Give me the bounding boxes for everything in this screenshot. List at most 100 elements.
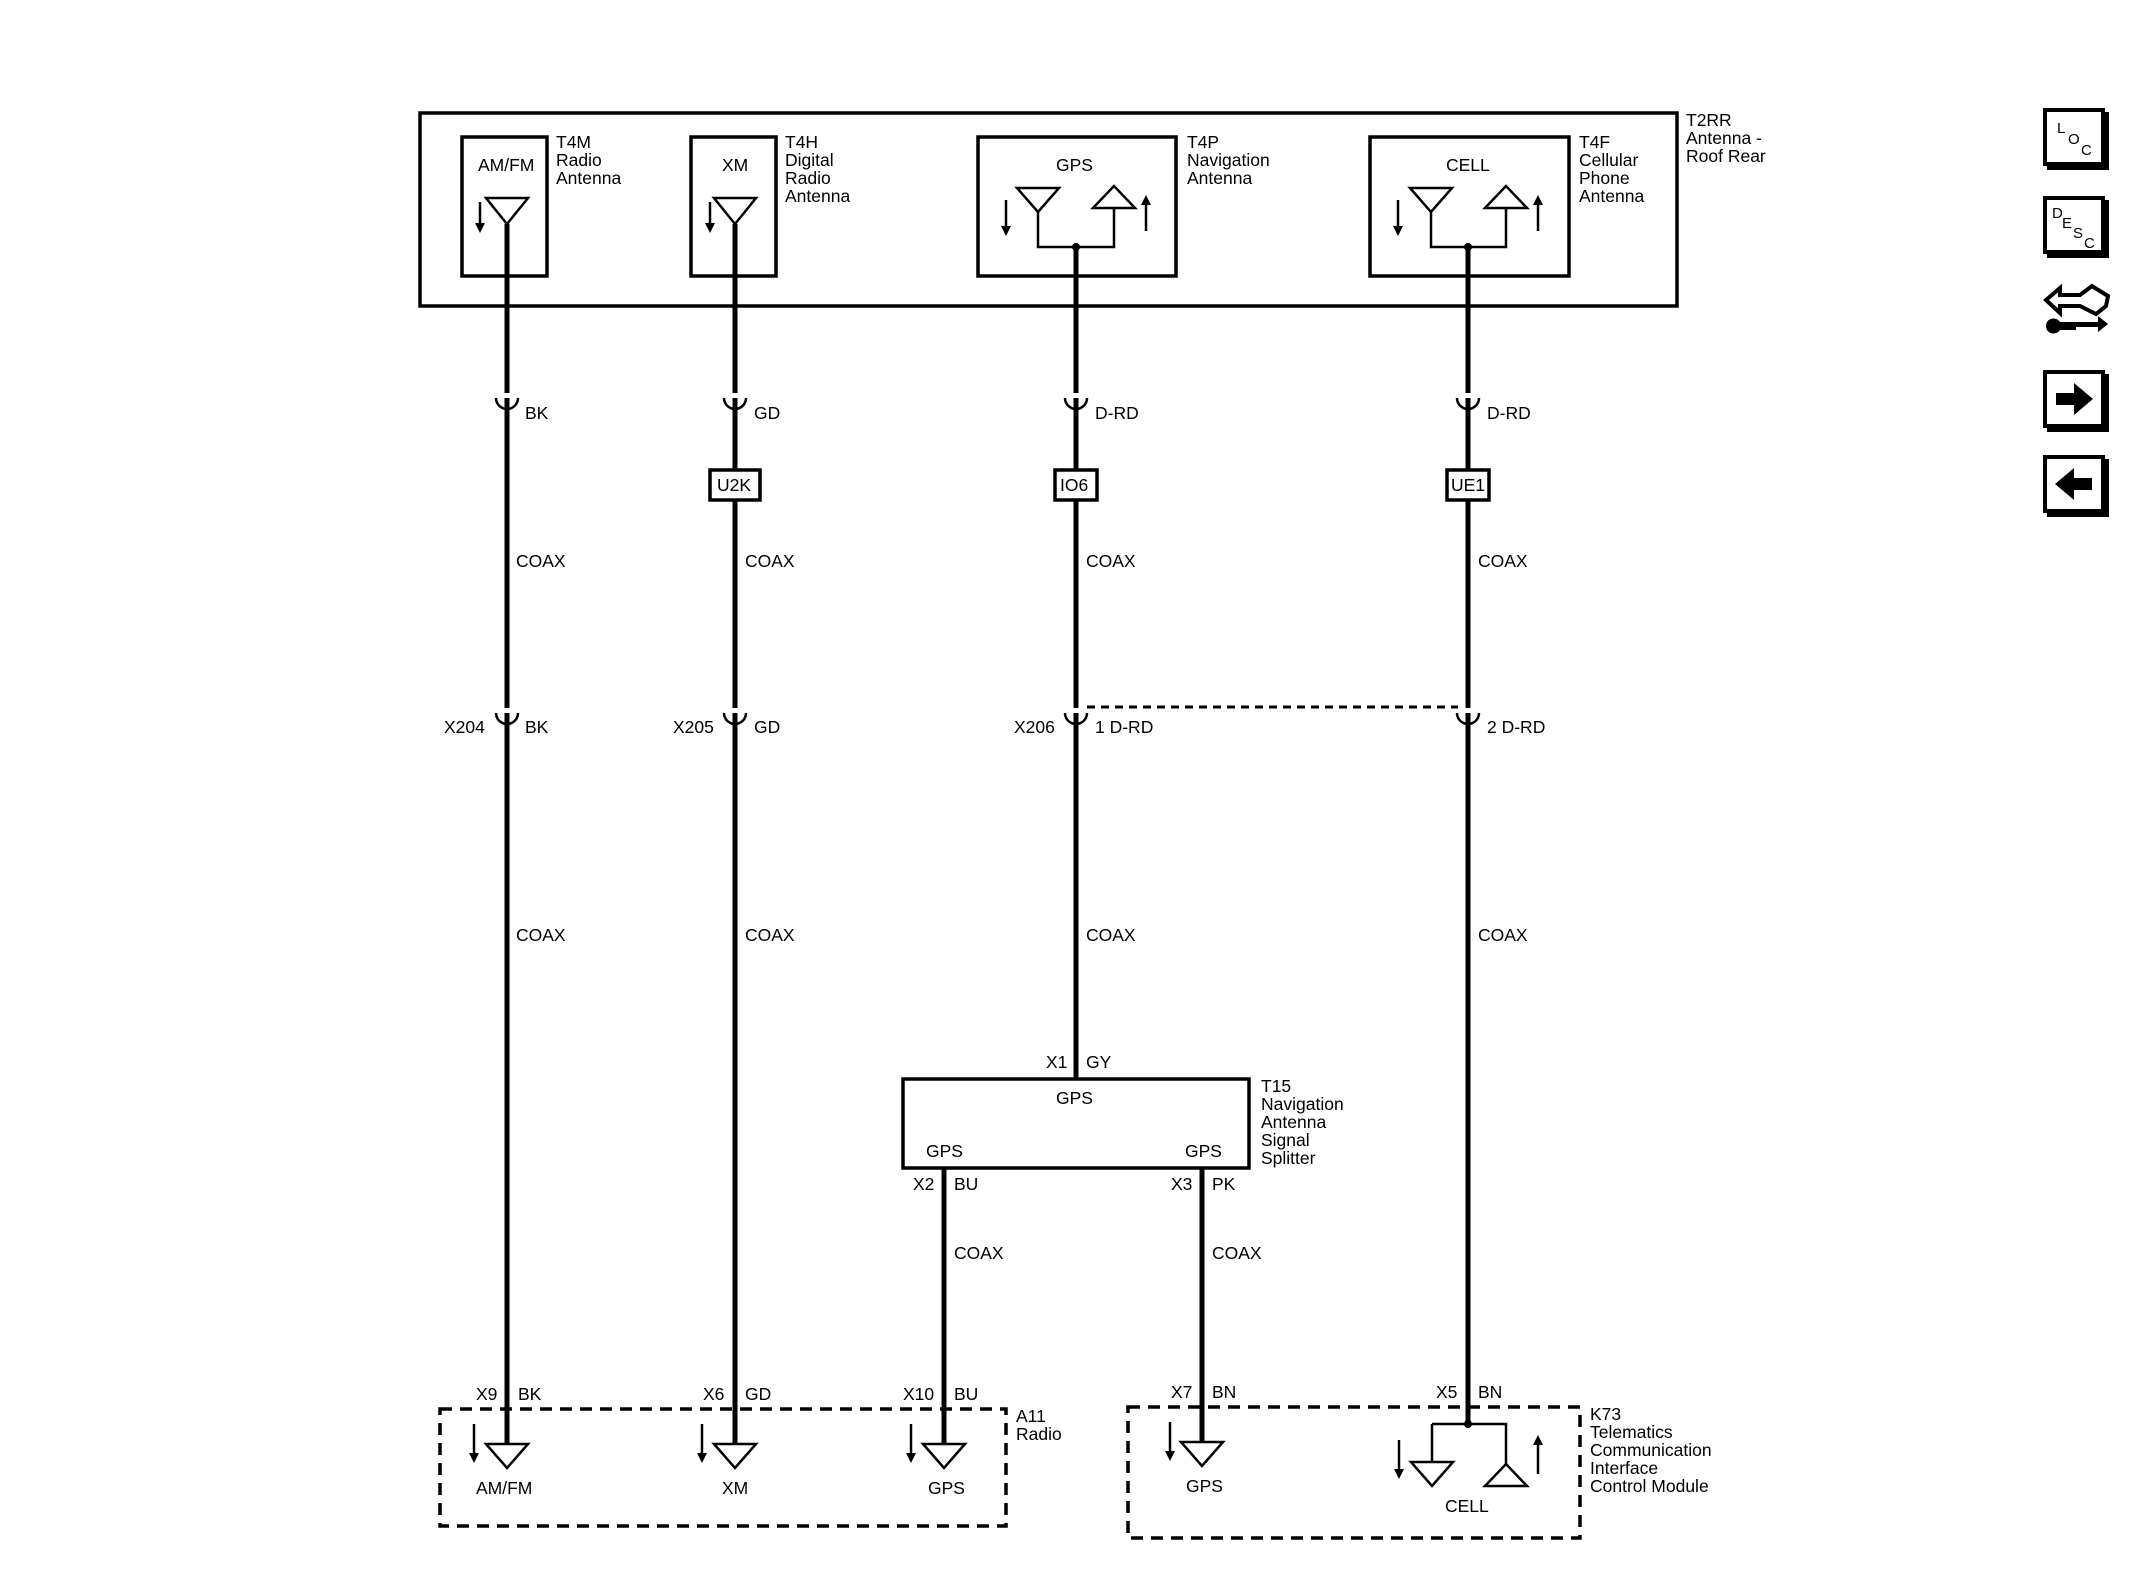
- k73-line4: Control Module: [1590, 1476, 1709, 1496]
- t15-top-label: GPS: [1056, 1088, 1093, 1108]
- a11-line1: Radio: [1016, 1424, 1062, 1444]
- svg-text:E: E: [2062, 215, 2072, 232]
- t4f-line1: Cellular: [1579, 150, 1638, 170]
- k73-line3: Interface: [1590, 1458, 1658, 1478]
- c1-end-pin: X9: [476, 1384, 497, 1404]
- next-arrow-icon: [2056, 383, 2093, 415]
- c3-inline-color: 1 D-RD: [1095, 717, 1153, 737]
- t4m-line2: Antenna: [556, 168, 621, 188]
- svg-text:C: C: [2084, 235, 2095, 250]
- c3-in-color: GY: [1086, 1052, 1112, 1072]
- t15-wire-right: COAX: [1212, 1243, 1262, 1263]
- c3-in-pin: X1: [1046, 1052, 1067, 1072]
- t4h-line2: Radio: [785, 168, 831, 188]
- a11-radio: A11 Radio AM/FM XM GPS X10 BU: [438, 1384, 1062, 1528]
- t15-line1: Navigation: [1261, 1094, 1344, 1114]
- t2rr-line1: Antenna -: [1686, 128, 1762, 148]
- svg-text:L: L: [2057, 120, 2065, 137]
- c1-top-color: BK: [525, 403, 549, 423]
- t15-line2: Antenna: [1261, 1112, 1326, 1132]
- t4p-line2: Antenna: [1187, 168, 1252, 188]
- svg-text:S: S: [2073, 225, 2083, 242]
- t4h-label: XM: [722, 155, 748, 175]
- t15-out-right-color: PK: [1212, 1174, 1236, 1194]
- k73-line1: Telematics: [1590, 1422, 1673, 1442]
- desc-button[interactable]: D E S C: [2043, 196, 2105, 254]
- a11-amfm-antenna-input-symbol: [483, 1442, 531, 1470]
- k73-telematics-module: K73 Telematics Communication Interface C…: [1126, 1382, 1712, 1540]
- a11-lbl-xm: XM: [722, 1478, 748, 1498]
- previous-page-button[interactable]: [2043, 455, 2105, 513]
- c2-wire-top: COAX: [745, 551, 795, 571]
- t4p-transmit-antenna-symbol: [1090, 184, 1138, 210]
- c4-wire-mid: COAX: [1478, 925, 1528, 945]
- t15-out-left-pin: X2: [913, 1174, 934, 1194]
- circuit-amfm: BK COAX X204 BK COAX X9 BK: [444, 224, 566, 1444]
- c4-wire-top: COAX: [1478, 551, 1528, 571]
- t4h-line1: Digital: [785, 150, 834, 170]
- c4-option: UE1: [1451, 475, 1485, 495]
- a11-lbl-gps: GPS: [928, 1478, 965, 1498]
- t15-out-right-pin: X3: [1171, 1174, 1192, 1194]
- c2-inline-color: GD: [754, 717, 780, 737]
- k73-cell-junction: [1432, 1422, 1508, 1464]
- c2-end-color: GD: [745, 1384, 771, 1404]
- tool-swap-button[interactable]: [2040, 280, 2112, 346]
- t4f-line3: Antenna: [1579, 186, 1644, 206]
- t15-left-label: GPS: [926, 1141, 963, 1161]
- t15-navigation-antenna-signal-splitter: GPS GPS GPS T15 Navigation Antenna Signa…: [901, 1076, 1344, 1444]
- t2rr-id: T2RR: [1686, 110, 1732, 130]
- a11-gps-pin: X10: [903, 1384, 934, 1404]
- k73-id: K73: [1590, 1404, 1621, 1424]
- k73-gps-color: BN: [1212, 1382, 1236, 1402]
- a11-lbl-amfm: AM/FM: [476, 1478, 532, 1498]
- c2-end-pin: X6: [703, 1384, 724, 1404]
- t4m-id: T4M: [556, 132, 591, 152]
- circuit-gps-nav: D-RD IO6 COAX X206 1 D-RD COAX X1 GY: [1014, 247, 1153, 1079]
- c1-inline-conn: X204: [444, 717, 485, 737]
- t4f-transmit-antenna-symbol: [1482, 184, 1530, 210]
- circuit-cell: D-RD UE1 COAX 2 D-RD COAX X5 BN: [1436, 247, 1545, 1424]
- next-page-button[interactable]: [2043, 370, 2105, 428]
- circuit-xm: GD U2K COAX X205 GD COAX X6 GD: [673, 224, 795, 1444]
- c4-inline-color: 2 D-RD: [1487, 717, 1545, 737]
- k73-cell-transmit-antenna-symbol: [1482, 1462, 1530, 1488]
- c3-wire-top: COAX: [1086, 551, 1136, 571]
- t4p-id: T4P: [1187, 132, 1219, 152]
- k73-cell-receive-antenna-symbol: [1408, 1460, 1456, 1488]
- t4p-line1: Navigation: [1187, 150, 1270, 170]
- c4-top-color: D-RD: [1487, 403, 1531, 423]
- t15-id: T15: [1261, 1076, 1291, 1096]
- t4p-receive-antenna-symbol: [1014, 186, 1062, 214]
- k73-gps-antenna-input-symbol: [1178, 1440, 1226, 1468]
- t4m-label: AM/FM: [478, 155, 534, 175]
- c4-end-pin: X5: [1436, 1382, 1457, 1402]
- k73-line2: Communication: [1590, 1440, 1712, 1460]
- t4f-line2: Phone: [1579, 168, 1630, 188]
- c2-top-color: GD: [754, 403, 780, 423]
- c2-inline-conn: X205: [673, 717, 714, 737]
- t4f-receive-antenna-symbol: [1407, 186, 1455, 214]
- t4h-id: T4H: [785, 132, 818, 152]
- t2rr-line2: Roof Rear: [1686, 146, 1766, 166]
- c3-option: IO6: [1060, 475, 1088, 495]
- c4-end-color: BN: [1478, 1382, 1502, 1402]
- c1-wire-top: COAX: [516, 551, 566, 571]
- svg-text:C: C: [2081, 142, 2092, 159]
- t15-right-label: GPS: [1185, 1141, 1222, 1161]
- k73-lbl-gps: GPS: [1186, 1476, 1223, 1496]
- a11-xm-antenna-input-symbol: [711, 1442, 759, 1470]
- c3-inline-conn: X206: [1014, 717, 1055, 737]
- t4p-navigation-antenna: GPS T4P Navigation Antenna: [976, 132, 1270, 278]
- prev-arrow-icon: [2055, 468, 2092, 500]
- loc-button[interactable]: L O C: [2043, 108, 2105, 166]
- desc-icon: D E S C: [2052, 205, 2095, 250]
- a11-id: A11: [1016, 1406, 1046, 1426]
- t2rr-antenna-roof-rear: T2RR Antenna - Roof Rear: [418, 110, 1766, 308]
- t4h-line3: Antenna: [785, 186, 850, 206]
- c2-wire-mid: COAX: [745, 925, 795, 945]
- t4m-antenna-symbol: [483, 196, 531, 226]
- c1-wire-mid: COAX: [516, 925, 566, 945]
- c3-top-color: D-RD: [1095, 403, 1139, 423]
